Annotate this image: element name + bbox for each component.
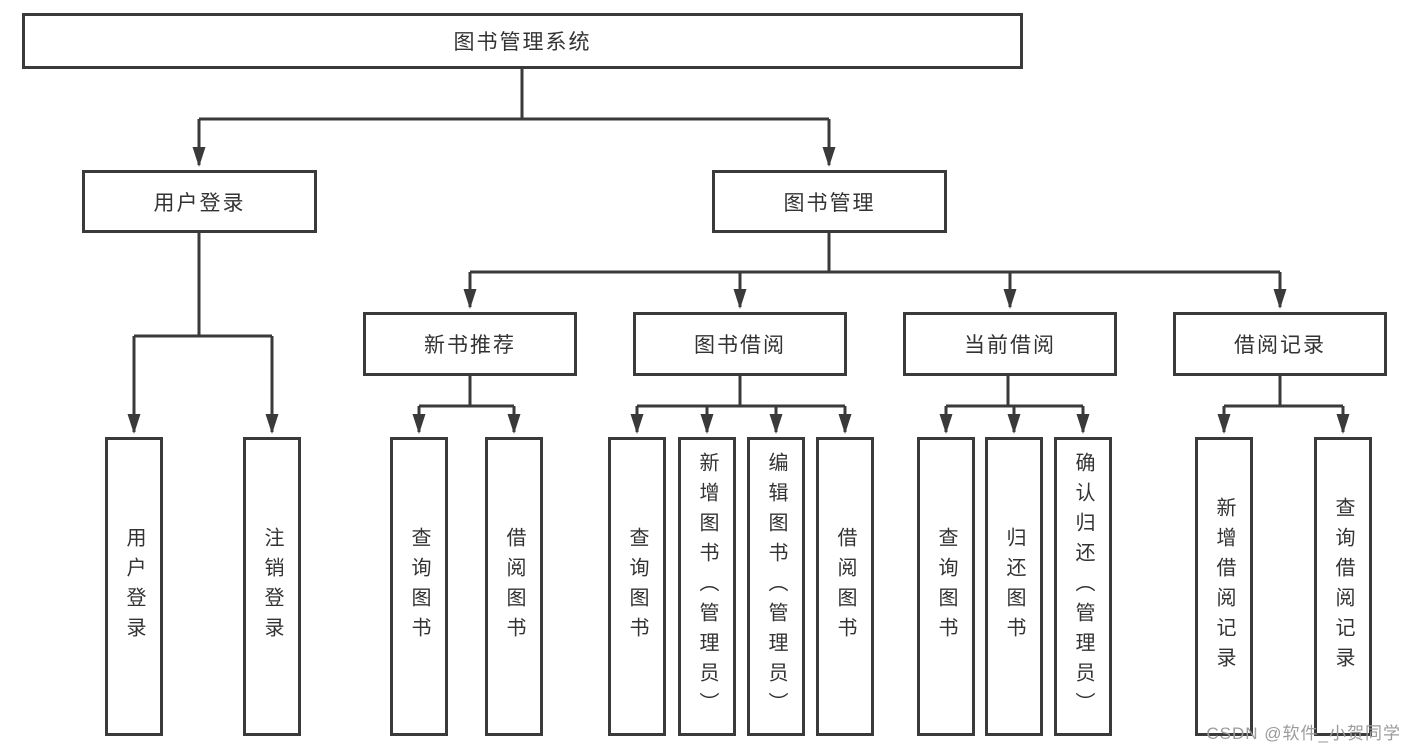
leaf-borrow-books: 借阅图书 (816, 437, 874, 736)
leaf-query-books-recommend: 查询图书 (390, 437, 448, 736)
node-borrow-records-label: 借阅记录 (1234, 334, 1326, 357)
leaf-borrow-books-recommend-label: 借阅图书 (503, 526, 525, 647)
leaf-add-borrow-record-label: 新增借阅记录 (1213, 496, 1235, 677)
leaf-edit-book-admin: 编辑图书（管理员） (747, 437, 805, 736)
node-root-label: 图书管理系统 (453, 31, 592, 54)
leaf-borrow-books-label: 借阅图书 (834, 526, 856, 647)
leaf-user-login-label: 用户登录 (123, 526, 145, 647)
node-current-borrow-label: 当前借阅 (964, 334, 1056, 357)
node-new-book-recommend-label: 新书推荐 (424, 334, 516, 357)
csdn-watermark: CSDN @软件_小贺同学 (1206, 724, 1401, 743)
leaf-logout-label: 注销登录 (261, 526, 283, 647)
leaf-query-borrow-record-label: 查询借阅记录 (1332, 496, 1354, 677)
leaf-confirm-return-admin-label: 确认归还（管理员） (1072, 451, 1094, 722)
node-book-management-label: 图书管理 (783, 191, 876, 215)
node-book-management: 图书管理 (712, 170, 947, 233)
leaf-return-book: 归还图书 (985, 437, 1043, 736)
node-root: 图书管理系统 (22, 13, 1023, 69)
leaf-user-login: 用户登录 (105, 437, 163, 736)
leaf-logout: 注销登录 (243, 437, 301, 736)
node-user-login: 用户登录 (82, 170, 317, 233)
leaf-edit-book-admin-label: 编辑图书（管理员） (765, 451, 787, 722)
leaf-add-borrow-record: 新增借阅记录 (1195, 437, 1253, 736)
leaf-add-book-admin-label: 新增图书（管理员） (696, 451, 718, 722)
leaf-query-borrow-record: 查询借阅记录 (1314, 437, 1372, 736)
node-book-borrow: 图书借阅 (633, 312, 847, 376)
node-user-login-label: 用户登录 (153, 191, 246, 215)
leaf-query-books-current-label: 查询图书 (935, 526, 957, 647)
leaf-query-books-borrow-label: 查询图书 (626, 526, 648, 647)
node-current-borrow: 当前借阅 (903, 312, 1117, 376)
node-borrow-records: 借阅记录 (1173, 312, 1387, 376)
leaf-return-book-label: 归还图书 (1003, 526, 1025, 647)
leaf-add-book-admin: 新增图书（管理员） (678, 437, 736, 736)
leaf-borrow-books-recommend: 借阅图书 (485, 437, 543, 736)
leaf-query-books-recommend-label: 查询图书 (408, 526, 430, 647)
leaf-query-books-borrow: 查询图书 (608, 437, 666, 736)
leaf-query-books-current: 查询图书 (917, 437, 975, 736)
leaf-confirm-return-admin: 确认归还（管理员） (1054, 437, 1112, 736)
node-book-borrow-label: 图书借阅 (694, 334, 786, 357)
node-new-book-recommend: 新书推荐 (363, 312, 577, 376)
